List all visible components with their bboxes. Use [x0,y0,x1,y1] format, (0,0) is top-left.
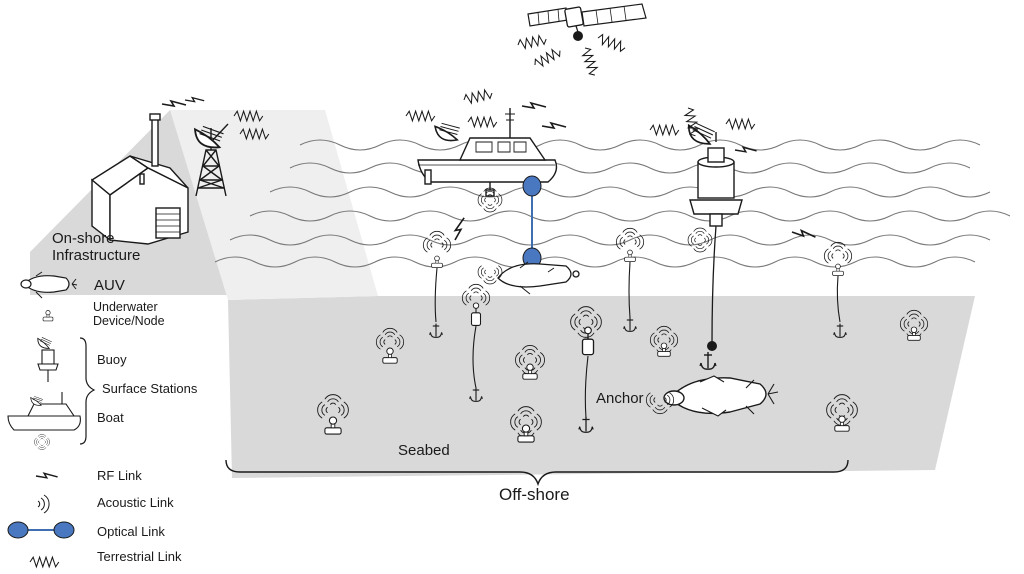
legend-boat-icon [7,392,81,431]
offshore-label: Off-shore [499,485,570,504]
seabed-label: Seabed [398,442,450,459]
auv-acoustic-icon [478,266,502,284]
legend-boat-label: Boat [97,410,124,425]
buoy-mooring [699,225,717,370]
moored-node [790,228,852,338]
moored-node [462,284,489,402]
onshore-building-icon [90,113,189,245]
buoy-icon [689,132,743,227]
legend-rf-label: RF Link [97,468,142,483]
legend-optical-icon [7,521,75,539]
legend-node-label: Underwater Device/Node [93,300,165,328]
moored-node [571,307,602,433]
legend-auv-icon [20,271,78,299]
legend-buoy-icon [37,349,59,382]
boat-icon [417,108,558,197]
boat-dish-icon [433,116,465,148]
anchor-label: Anchor [596,390,644,407]
legend-rf-icon [35,472,59,479]
legend-surface-stations-label: Surface Stations [102,381,198,396]
legend-buoy-label: Buoy [97,352,127,367]
legend-auv-label: AUV [94,277,125,294]
legend-terrestrial-icon [29,556,60,568]
moored-node [423,231,450,338]
offshore-brace [225,459,849,487]
legend-optical-label: Optical Link [97,524,165,539]
buoy-dish-icon [686,118,719,150]
legend-node-icon [42,310,54,322]
sea-waves [214,139,1011,268]
optical-link-line [522,175,542,269]
satellite-icon [527,3,647,41]
legend-buoy-dish-icon [36,334,54,352]
legend-acoustic-label: Acoustic Link [97,495,174,510]
legend-bracket [79,337,96,445]
legend-boat-acoustic-icon [34,434,49,449]
legend-terrestrial-label: Terrestrial Link [97,549,182,564]
moored-node [616,228,643,332]
auv-seabed-icon [663,375,779,417]
seabed-ground [170,110,975,478]
legend-acoustic-icon [37,494,50,514]
satellite-terrestrial-links [516,32,628,78]
auv-icon [497,261,580,295]
onshore-label: On-shore Infrastructure [52,230,141,265]
